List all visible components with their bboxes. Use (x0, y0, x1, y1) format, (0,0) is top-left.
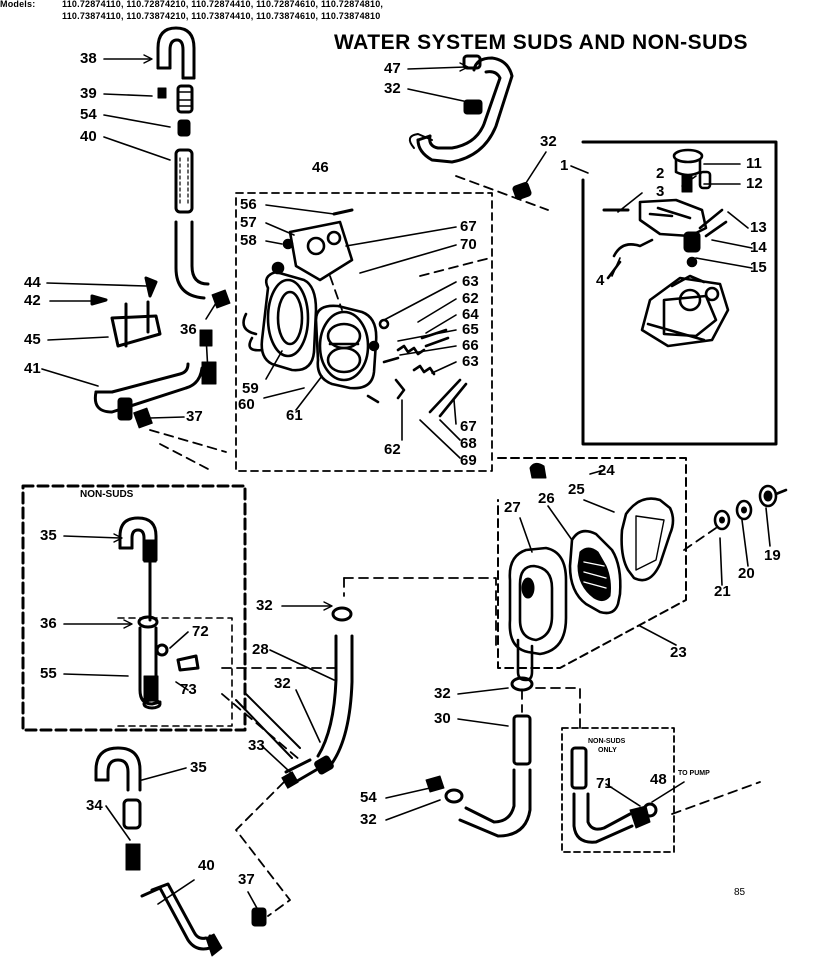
models-line-2: 110.73874110, 110.73874210, 110.73874410… (62, 11, 381, 21)
callout-68: 68 (460, 435, 477, 452)
callout-26: 26 (538, 490, 555, 507)
callout-28: 28 (252, 641, 269, 658)
callout-63-top: 63 (462, 273, 479, 290)
callout-35-lower: 35 (190, 759, 207, 776)
callout-13: 13 (750, 219, 767, 236)
callout-23: 23 (670, 644, 687, 661)
callout-20: 20 (738, 565, 755, 582)
to-pump-label: TO PUMP (678, 770, 710, 777)
page-code: 85 (734, 887, 746, 898)
callout-66: 66 (462, 337, 479, 354)
callout-27: 27 (504, 499, 521, 516)
callout-61: 61 (286, 407, 303, 424)
callout-32-centre-mid: 32 (274, 675, 291, 692)
valve-assembly (602, 148, 730, 348)
callout-40-lower: 40 (198, 857, 215, 874)
lower-middle-hoses (425, 676, 658, 844)
non-suds-only-label-line-1: NON-SUDS (588, 738, 626, 745)
callout-4: 4 (596, 272, 605, 289)
callout-42: 42 (24, 292, 41, 309)
valve-group-box-1 (581, 140, 778, 446)
callout-2: 2 (656, 165, 665, 182)
callout-54: 54 (80, 106, 97, 123)
callout-30: 30 (434, 710, 451, 727)
pump-group-box-46 (235, 192, 493, 472)
callout-32-bottom: 32 (360, 811, 377, 828)
callout-32-top-right: 32 (540, 133, 557, 150)
callout-64: 64 (462, 306, 479, 323)
models-line-1: 110.72874110, 110.72874210, 110.72874410… (62, 0, 384, 9)
non-suds-group-label: NON-SUDS (80, 489, 134, 500)
callout-34: 34 (86, 797, 103, 814)
callout-41: 41 (24, 360, 41, 377)
non-suds-only-label-line-2: ONLY (598, 747, 617, 754)
callout-37-lower: 37 (238, 871, 255, 888)
callout-32-centre-top: 32 (256, 597, 273, 614)
callout-67-bottom: 67 (460, 418, 477, 435)
callout-55: 55 (40, 665, 57, 682)
callout-70: 70 (460, 236, 477, 253)
callout-21: 21 (714, 583, 731, 600)
non-suds-parts (118, 516, 200, 710)
filter-group-box-23 (497, 457, 687, 669)
callout-19: 19 (764, 547, 781, 564)
callout-14: 14 (750, 239, 767, 256)
callout-59: 59 (242, 380, 259, 397)
models-label: Models: (0, 0, 36, 9)
callout-37: 37 (186, 408, 203, 425)
callout-11: 11 (746, 155, 762, 172)
callout-48: 48 (650, 771, 667, 788)
callout-62-right: 62 (462, 290, 479, 307)
callout-45: 45 (24, 331, 41, 348)
callout-46: 46 (312, 159, 329, 176)
callout-36-lower: 36 (40, 615, 57, 632)
callout-56: 56 (240, 196, 257, 213)
callout-71: 71 (596, 775, 613, 792)
top-middle-hose (408, 54, 532, 200)
callout-44: 44 (24, 274, 41, 291)
callout-65: 65 (462, 321, 479, 338)
callout-15: 15 (750, 259, 767, 276)
lower-left-hoses (94, 746, 267, 957)
callout-63-bottom: 63 (462, 353, 479, 370)
pump-assembly (242, 208, 468, 418)
callout-25: 25 (568, 481, 585, 498)
callout-36: 36 (180, 321, 197, 338)
lower-centre-hoses (235, 606, 354, 789)
filter-assembly (508, 462, 788, 682)
callout-58: 58 (240, 232, 257, 249)
callout-47: 47 (384, 60, 401, 77)
callout-72: 72 (192, 623, 209, 640)
callout-35-upper: 35 (40, 527, 57, 544)
callout-1: 1 (560, 157, 569, 174)
callout-33: 33 (248, 737, 265, 754)
non-suds-group-box (21, 484, 247, 732)
callout-32-top-left: 32 (384, 80, 401, 97)
callout-57: 57 (240, 214, 257, 231)
valve-inner-box-55 (117, 617, 233, 727)
callout-38: 38 (80, 50, 97, 67)
callout-40: 40 (80, 128, 97, 145)
diagram-title: WATER SYSTEM SUDS AND NON-SUDS (334, 31, 749, 54)
callout-39: 39 (80, 85, 97, 102)
callout-32-lower-middle: 32 (434, 685, 451, 702)
non-suds-only-box (561, 727, 675, 853)
callout-24: 24 (598, 462, 615, 479)
callout-54-lower: 54 (360, 789, 377, 806)
callout-67-top: 67 (460, 218, 477, 235)
callout-69: 69 (460, 452, 477, 469)
left-hose-assembly (90, 26, 231, 429)
callout-62-bottom: 62 (384, 441, 401, 458)
callout-73: 73 (180, 681, 197, 698)
callout-12: 12 (746, 175, 763, 192)
callout-3: 3 (656, 183, 665, 200)
callout-60: 60 (238, 396, 255, 413)
